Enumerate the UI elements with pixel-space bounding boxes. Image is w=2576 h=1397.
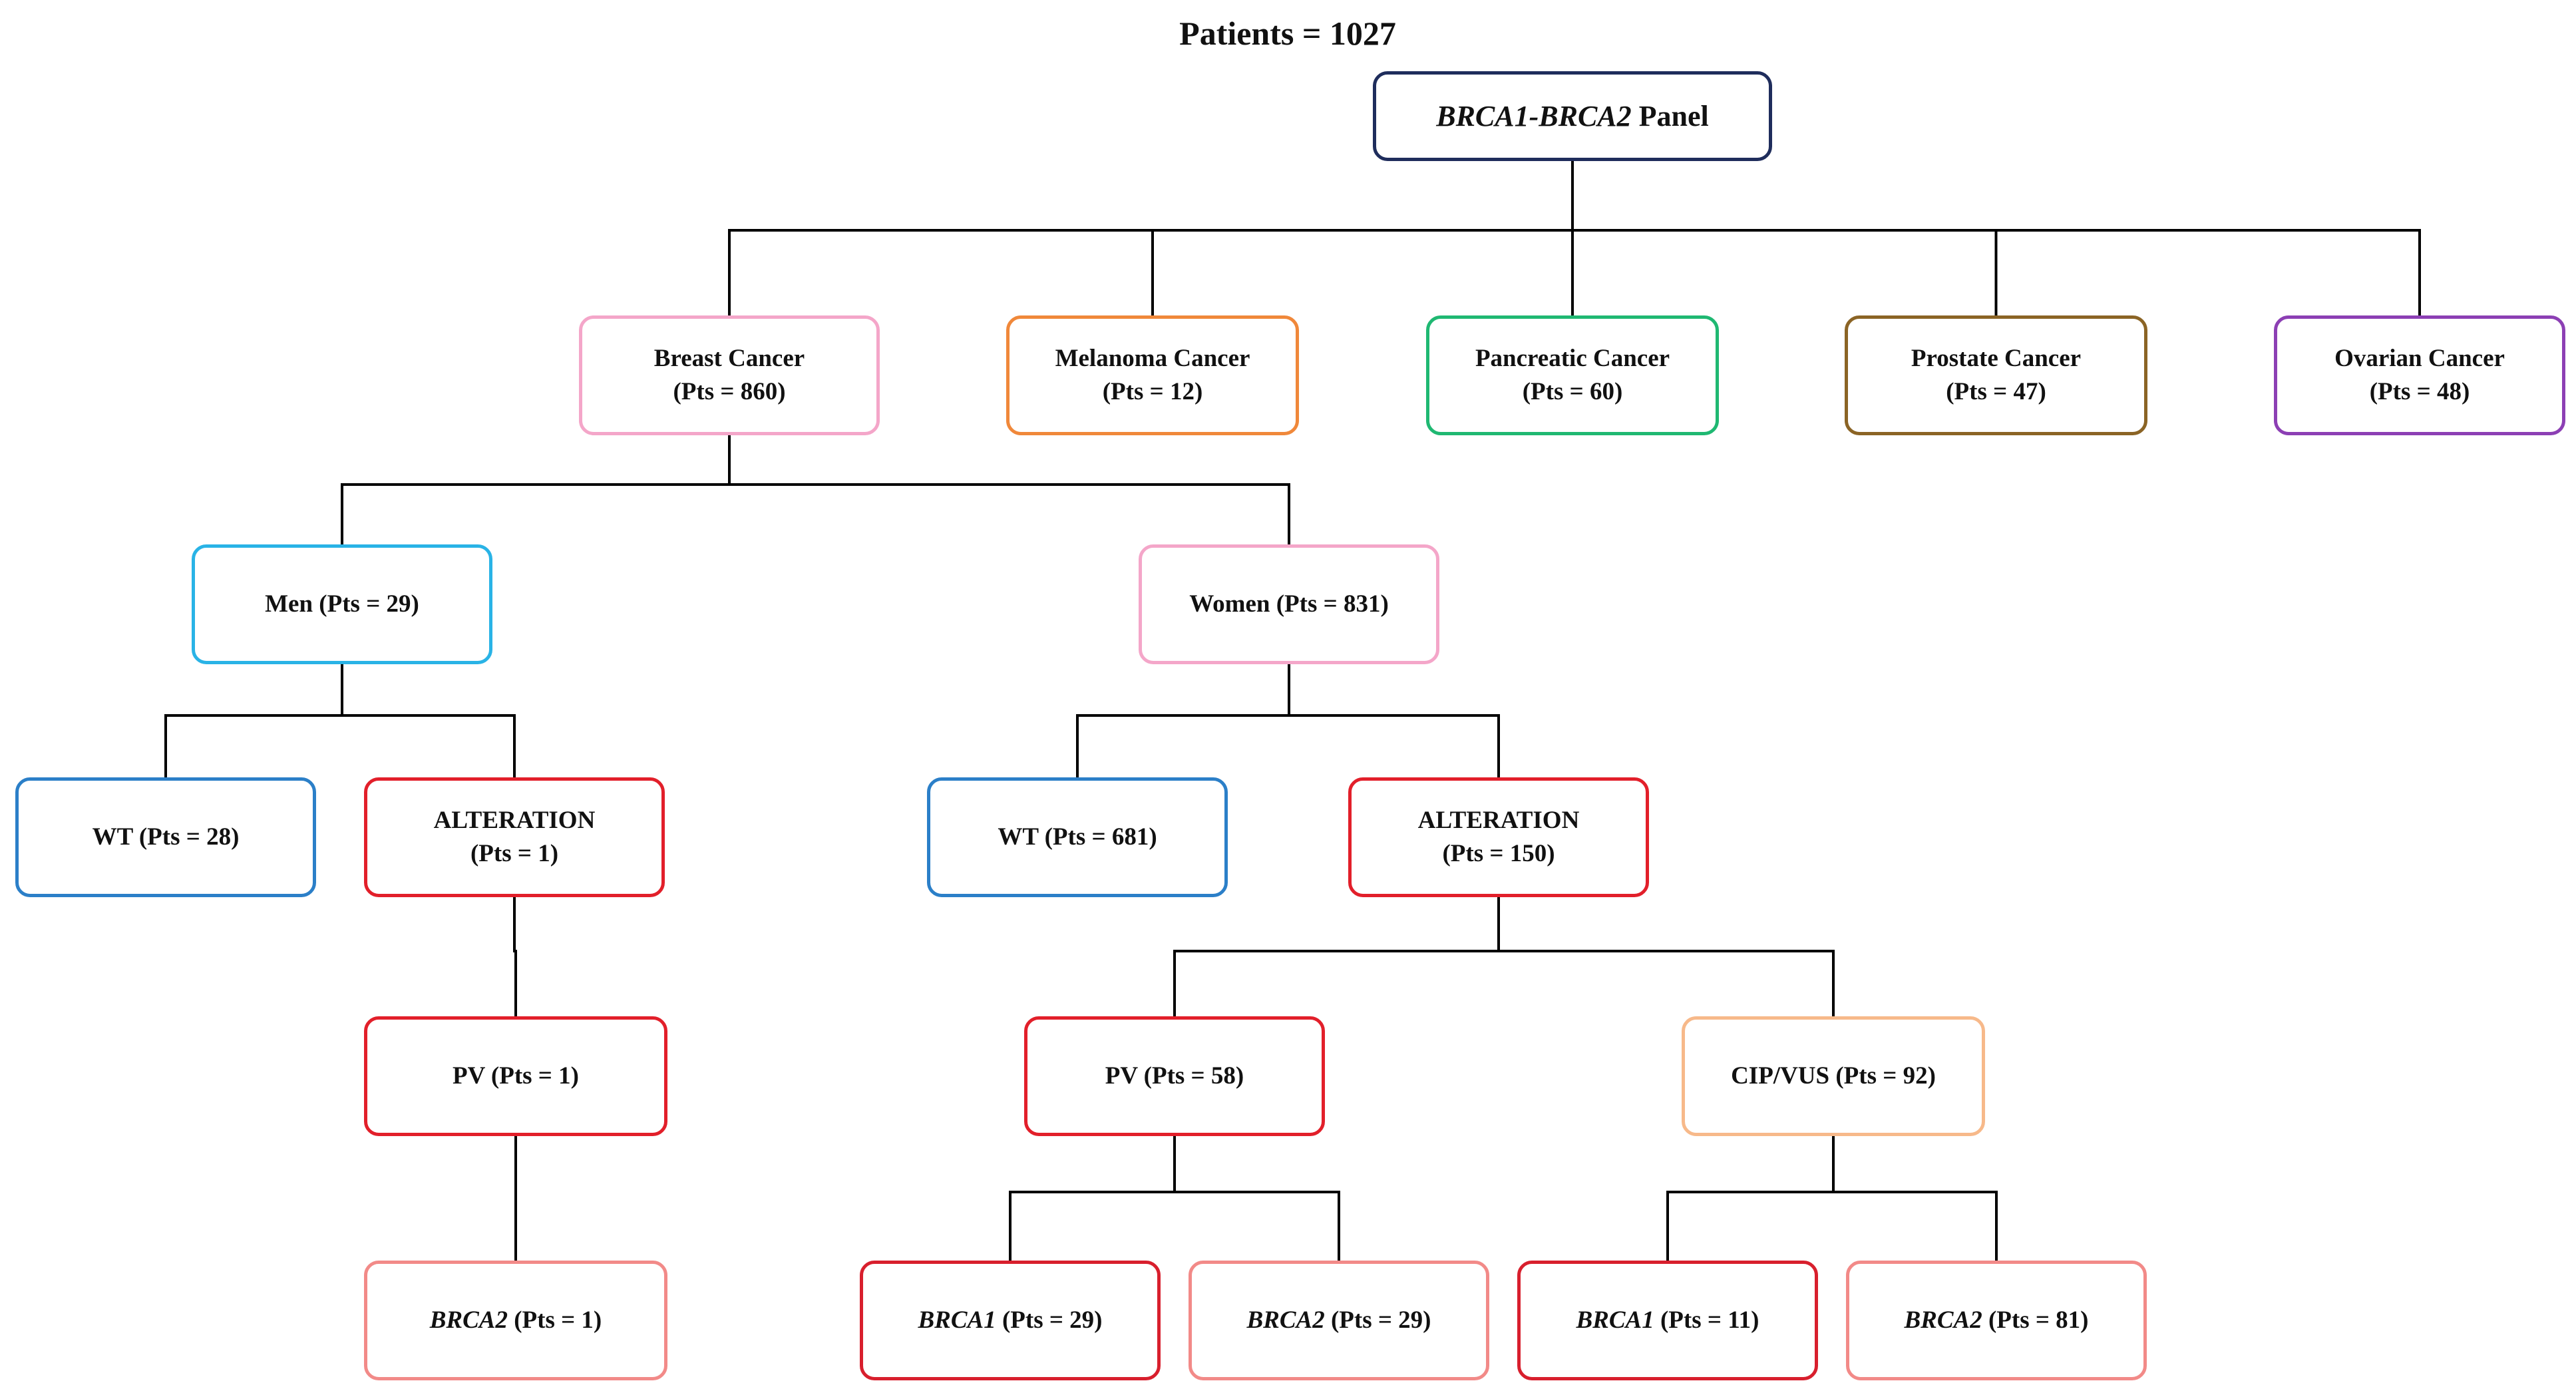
node-pv-brca2: BRCA2 (Pts = 29) [1189,1261,1489,1380]
node-italic-gene: BRCA2 [429,1306,508,1334]
node-men-wt: WT (Pts = 28) [15,777,316,897]
node-label: Pancreatic Cancer [1475,345,1670,372]
node-label: ALTERATION [1417,807,1580,834]
node-breast-cancer: Breast Cancer (Pts = 860) [579,315,880,435]
node-women-cip-vus: CIP/VUS (Pts = 92) [1682,1016,1985,1136]
node-women-wt: WT (Pts = 681) [927,777,1228,897]
node-men-pv: PV (Pts = 1) [364,1016,667,1136]
node-count: (Pts = 29) [1324,1306,1431,1334]
node-count: (Pts = 48) [2369,378,2470,405]
node-label: WT (Pts = 28) [92,823,240,851]
node-count: (Pts = 1) [507,1306,602,1334]
node-count: (Pts = 150) [1442,840,1555,867]
root-node-brca-panel: BRCA1-BRCA2 Panel [1373,71,1772,161]
node-women: Women (Pts = 831) [1139,544,1439,664]
node-italic-gene: BRCA1 [918,1306,996,1334]
node-count: (Pts = 11) [1654,1306,1759,1334]
node-count: (Pts = 81) [1982,1306,2089,1334]
node-label: Melanoma Cancer [1055,345,1250,372]
node-label: Men (Pts = 29) [265,590,419,618]
node-label: Breast Cancer [653,345,805,372]
node-count: (Pts = 60) [1522,378,1623,405]
node-label: Women (Pts = 831) [1189,590,1389,618]
node-label: WT (Pts = 681) [998,823,1157,851]
node-cip-brca2: BRCA2 (Pts = 81) [1846,1261,2147,1380]
node-label: PV (Pts = 1) [453,1062,579,1090]
node-label: Panel [1631,99,1709,132]
node-count: (Pts = 12) [1102,378,1203,405]
node-pancreatic-cancer: Pancreatic Cancer (Pts = 60) [1426,315,1719,435]
node-italic-gene: BRCA1 [1576,1306,1654,1334]
node-count: (Pts = 860) [673,378,786,405]
node-italic-gene: BRCA2 [1904,1306,1982,1334]
node-count: (Pts = 29) [996,1306,1103,1334]
node-men-alteration: ALTERATION (Pts = 1) [364,777,665,897]
node-label: Prostate Cancer [1911,345,2082,372]
node-ovarian-cancer: Ovarian Cancer (Pts = 48) [2274,315,2565,435]
node-count: (Pts = 47) [1946,378,2046,405]
node-prostate-cancer: Prostate Cancer (Pts = 47) [1845,315,2147,435]
node-cip-brca1: BRCA1 (Pts = 11) [1517,1261,1818,1380]
node-melanoma-cancer: Melanoma Cancer (Pts = 12) [1006,315,1299,435]
node-pv-brca1: BRCA1 (Pts = 29) [860,1261,1161,1380]
node-italic-gene: BRCA1-BRCA2 [1436,99,1632,132]
node-label: PV (Pts = 58) [1105,1062,1244,1090]
node-label: Ovarian Cancer [2334,345,2505,372]
node-label: ALTERATION [433,807,596,834]
node-men: Men (Pts = 29) [192,544,492,664]
node-men-brca2: BRCA2 (Pts = 1) [364,1261,667,1380]
diagram-title: Patients = 1027 [1179,15,1396,52]
node-women-pv: PV (Pts = 58) [1024,1016,1325,1136]
node-label: CIP/VUS (Pts = 92) [1731,1062,1936,1090]
node-women-alteration: ALTERATION (Pts = 150) [1348,777,1649,897]
node-count: (Pts = 1) [470,840,559,867]
node-italic-gene: BRCA2 [1246,1306,1325,1334]
